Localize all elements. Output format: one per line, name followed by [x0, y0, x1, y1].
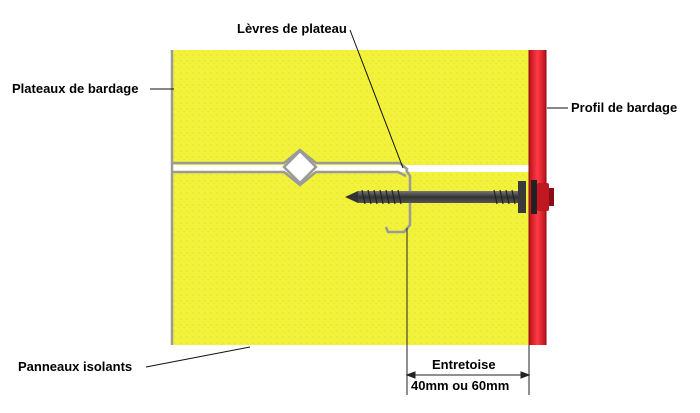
spacer-dimension — [405, 228, 531, 395]
plateau-tray — [170, 50, 412, 345]
label-panneaux-isolants: Panneaux isolants — [18, 359, 132, 374]
self-drilling-screw-icon — [345, 180, 554, 214]
leader-lines — [145, 29, 568, 368]
label-entretoise: Entretoise — [432, 357, 496, 372]
label-plateaux-de-bardage: Plateaux de bardage — [12, 81, 138, 96]
insulation-panel-top — [172, 50, 529, 165]
label-dimension: 40mm ou 60mm — [411, 378, 509, 393]
label-levres-de-plateau: Lèvres de plateau — [237, 21, 347, 36]
label-profil-de-bardage: Profil de bardage — [571, 100, 677, 115]
